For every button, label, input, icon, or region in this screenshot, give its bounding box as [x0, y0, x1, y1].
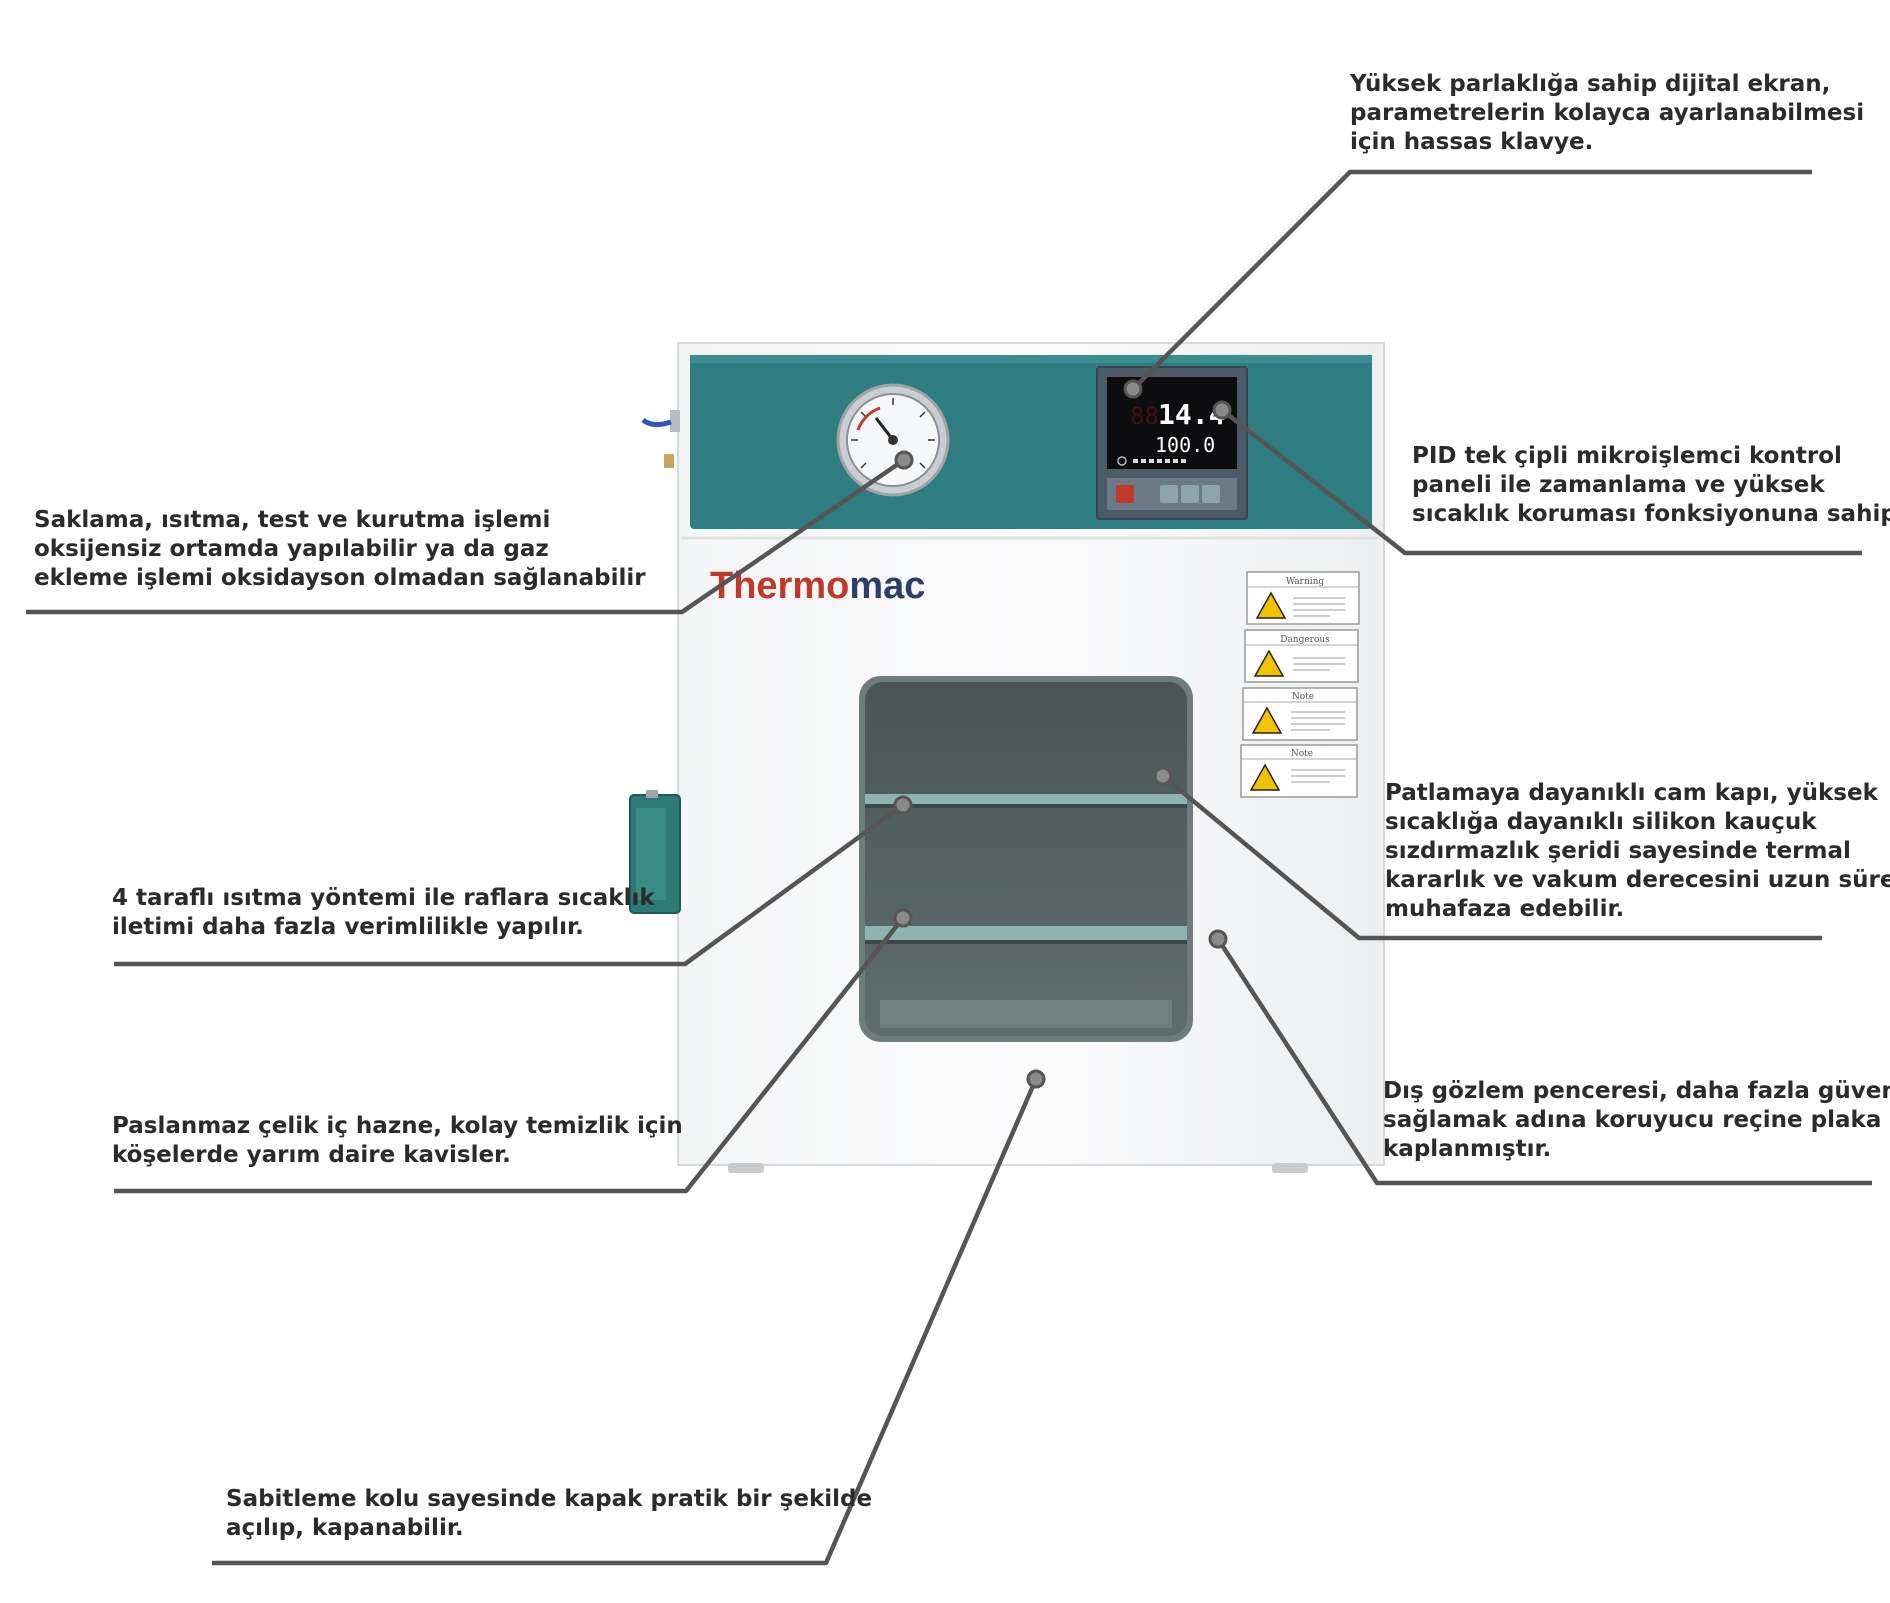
- leader-lines: [26, 169, 1872, 1566]
- marker-shelf-bottom: [893, 908, 913, 928]
- svg-text:88: 88: [1130, 402, 1159, 430]
- leader-display-screen: [1131, 169, 1812, 391]
- leader-inner-chamber: [114, 916, 905, 1194]
- door-handle[interactable]: [629, 790, 681, 914]
- leader-vacuum-gauge: [26, 458, 906, 615]
- svg-text:Note: Note: [1291, 749, 1313, 759]
- leader-heating-method: [114, 803, 905, 967]
- warning-label: Warning: [1246, 571, 1360, 625]
- svg-text:Warning: Warning: [1286, 577, 1325, 587]
- marker-shelf-top: [893, 795, 913, 815]
- down-key[interactable]: [1181, 485, 1199, 503]
- up-key[interactable]: [1202, 485, 1220, 503]
- callout-fixing-handle: Sabitleme kolu sayesinde kapak pratik bi…: [226, 1486, 873, 1541]
- callout-inner-chamber: Paslanmaz çelik iç hazne, kolay temizlik…: [112, 1113, 683, 1168]
- brand-logo: Thermomac: [710, 565, 925, 607]
- svg-text:Note: Note: [1292, 692, 1314, 702]
- marker-door: [1153, 766, 1173, 786]
- marker-gauge: [894, 450, 914, 470]
- callout-heating-method: 4 taraflı ısıtma yöntemi ile raflara sıc…: [112, 885, 655, 940]
- callout-vacuum-gauge: Saklama, ısıtma, test ve kurutma işlemi …: [34, 507, 646, 591]
- pid-controller: 88 14.4 100.0: [1096, 366, 1248, 520]
- gas-valve: [641, 410, 680, 468]
- left-key[interactable]: [1160, 485, 1178, 503]
- power-key[interactable]: [1116, 485, 1134, 503]
- markers: [893, 379, 1232, 1089]
- warning-labels: Warning Dangerous Note Note: [1240, 571, 1360, 798]
- control-panel: [690, 355, 1372, 529]
- warning-label: Note: [1242, 687, 1358, 741]
- callout-glass-door: Patlamaya dayanıklı cam kapı, yüksek sıc…: [1385, 780, 1890, 922]
- leader-glass-door: [1161, 774, 1822, 941]
- callout-observation-window: Dış gözlem penceresi, daha fazla güvenli…: [1383, 1078, 1890, 1162]
- leader-fixing-handle: [212, 1078, 1039, 1566]
- warning-label: Note: [1240, 744, 1358, 798]
- marker-handle: [1026, 1069, 1046, 1089]
- svg-text:Dangerous: Dangerous: [1280, 635, 1330, 645]
- leader-pid-panel: [1220, 408, 1862, 556]
- marker-pid: [1212, 400, 1232, 420]
- callout-pid-panel: PID tek çipli mikroişlemci kontrol panel…: [1412, 443, 1890, 527]
- callout-display-screen: Yüksek parlaklığa sahip dijital ekran, p…: [1350, 71, 1865, 155]
- display-bottom-reading: 100.0: [1155, 433, 1215, 457]
- warning-label: Dangerous: [1244, 629, 1359, 683]
- marker-window: [1208, 929, 1228, 949]
- leader-observation-window: [1216, 937, 1872, 1186]
- vacuum-gauge: [836, 383, 950, 497]
- marker-display: [1123, 379, 1143, 399]
- glass-window: [859, 676, 1193, 1042]
